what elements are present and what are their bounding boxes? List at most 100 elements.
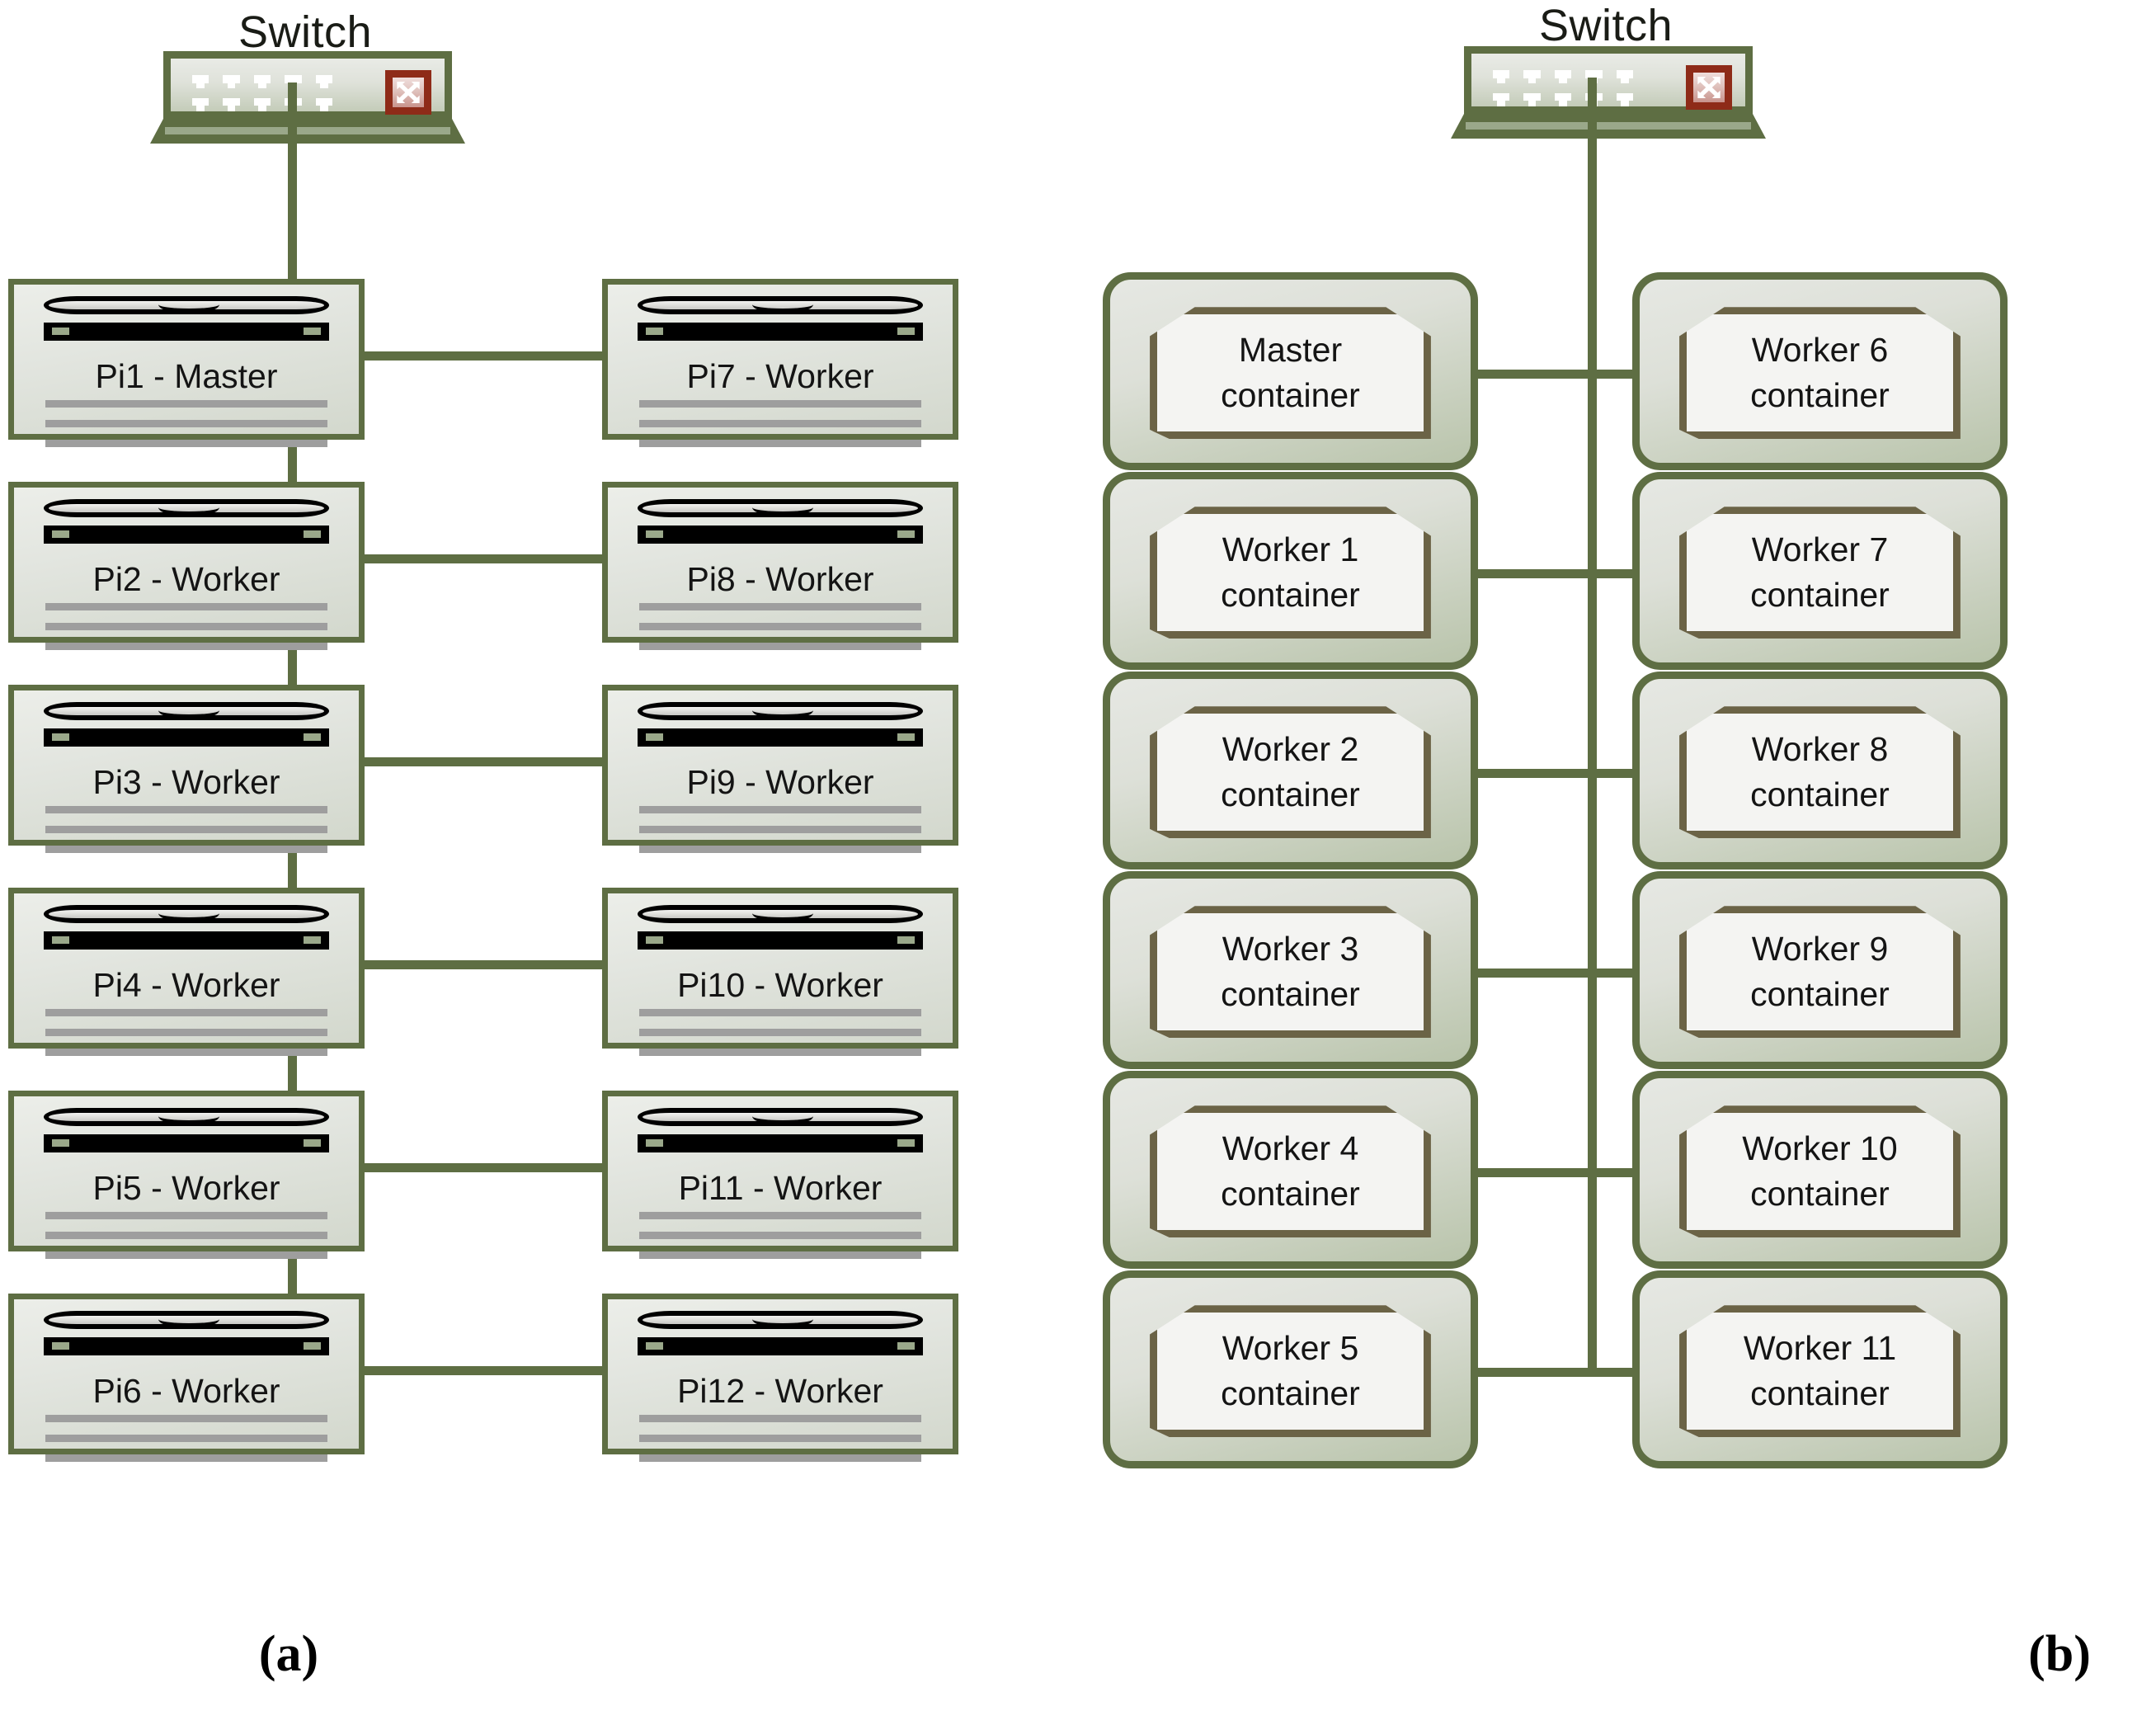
connection-link-row-6 <box>1478 1368 1632 1377</box>
connection-link-row-5 <box>1478 1168 1632 1177</box>
container-label-line1: Worker 8 <box>1751 729 1889 768</box>
server-drive-bay <box>637 1337 924 1355</box>
rj45-port-icon <box>223 75 241 89</box>
container-label-line2: container <box>1750 1175 1890 1214</box>
server-bar-notch <box>158 904 220 922</box>
container-label-line1: Worker 11 <box>1743 1328 1897 1367</box>
server-drive-bay <box>43 1337 330 1355</box>
container-label-line1: Worker 3 <box>1222 929 1359 968</box>
container-node-right-5[interactable]: Worker 10 container <box>1632 1071 2008 1269</box>
connection-link-row-1 <box>365 351 602 361</box>
container-node-left-1[interactable]: Master container <box>1103 272 1478 470</box>
rj45-port-icon <box>1554 92 1572 107</box>
server-node-left-1[interactable]: Pi1 - Master <box>8 279 365 447</box>
server-node-right-6[interactable]: Pi12 - Worker <box>602 1294 958 1462</box>
server-node-right-5[interactable]: Pi11 - Worker <box>602 1091 958 1259</box>
server-node-left-3[interactable]: Pi3 - Worker <box>8 685 365 853</box>
server-node-left-5[interactable]: Pi5 - Worker <box>8 1091 365 1259</box>
server-node-left-6[interactable]: Pi6 - Worker <box>8 1294 365 1462</box>
rj45-port-icon <box>1493 70 1510 84</box>
container-node-right-3[interactable]: Worker 8 container <box>1632 672 2008 870</box>
container-label-line1: Worker 9 <box>1751 929 1889 968</box>
rj45-port-icon <box>1523 92 1542 107</box>
server-drive-bay <box>637 323 924 341</box>
rj45-port-icon <box>315 75 333 89</box>
server-led-icon <box>51 733 69 741</box>
container-label-line2: container <box>1221 975 1360 1014</box>
server-bar-notch <box>158 1107 220 1125</box>
rj45-port-icon <box>192 97 209 112</box>
rj45-port-icon <box>315 97 333 112</box>
server-led-icon <box>897 1139 916 1147</box>
server-led-icon <box>897 328 916 335</box>
server-led-icon <box>897 1342 916 1350</box>
server-node-left-2[interactable]: Pi2 - Worker <box>8 482 365 650</box>
connection-link-row-1 <box>1478 370 1632 379</box>
container-label-line1: Master <box>1238 330 1343 369</box>
server-drive-bay <box>637 526 924 544</box>
server-bar-notch <box>158 295 220 313</box>
server-detail-lines <box>45 400 328 460</box>
container-label-line2: container <box>1750 576 1890 615</box>
container-label-line1: Worker 10 <box>1742 1129 1898 1167</box>
server-led-icon <box>304 733 322 741</box>
container-label-line1: Worker 1 <box>1222 530 1359 568</box>
rj45-port-icon <box>253 75 271 89</box>
container-label-line2: container <box>1221 775 1360 814</box>
connection-link-row-3 <box>365 757 602 766</box>
server-bar-notch <box>752 701 814 719</box>
server-drive-bay <box>43 728 330 747</box>
container-node-left-4[interactable]: Worker 3 container <box>1103 871 1478 1069</box>
server-node-right-3[interactable]: Pi9 - Worker <box>602 685 958 853</box>
container-label-line2: container <box>1221 376 1360 415</box>
server-bar-notch <box>752 1310 814 1328</box>
container-node-left-3[interactable]: Worker 2 container <box>1103 672 1478 870</box>
container-label-line2: container <box>1750 775 1890 814</box>
server-drive-bay <box>43 323 330 341</box>
container-label-line1: Worker 4 <box>1222 1129 1359 1167</box>
container-inner-shape: Worker 2 container <box>1150 706 1431 839</box>
server-node-right-2[interactable]: Pi8 - Worker <box>602 482 958 650</box>
server-led-icon <box>897 733 916 741</box>
server-node-left-4[interactable]: Pi4 - Worker <box>8 888 365 1056</box>
connection-link-row-2 <box>1478 569 1632 578</box>
server-top-bar <box>637 296 924 314</box>
crossed-arrows-icon <box>385 70 431 115</box>
server-bar-notch <box>752 904 814 922</box>
server-led-icon <box>304 1139 322 1147</box>
server-drive-bay <box>637 728 924 747</box>
server-led-icon <box>645 936 663 944</box>
connection-link-row-3 <box>1478 769 1632 778</box>
server-bar-notch <box>158 1310 220 1328</box>
server-top-bar <box>637 499 924 517</box>
server-label: Pi3 - Worker <box>92 763 280 801</box>
panel-a-caption: (a) <box>258 1626 319 1682</box>
container-label-line1: Worker 5 <box>1222 1328 1359 1367</box>
server-label: Pi4 - Worker <box>92 966 280 1004</box>
server-label: Pi7 - Worker <box>686 357 874 395</box>
server-led-icon <box>645 1139 663 1147</box>
server-led-icon <box>51 1342 69 1350</box>
server-detail-lines <box>638 1415 922 1474</box>
container-inner-shape: Worker 10 container <box>1679 1105 1961 1238</box>
network-switch-icon <box>1464 46 1753 114</box>
server-node-right-1[interactable]: Pi7 - Worker <box>602 279 958 447</box>
container-label-line1: Worker 2 <box>1222 729 1359 768</box>
server-led-icon <box>645 1342 663 1350</box>
switch-a: Switch <box>132 0 478 157</box>
server-node-right-4[interactable]: Pi10 - Worker <box>602 888 958 1056</box>
server-led-icon <box>645 328 663 335</box>
container-label-line2: container <box>1750 376 1890 415</box>
